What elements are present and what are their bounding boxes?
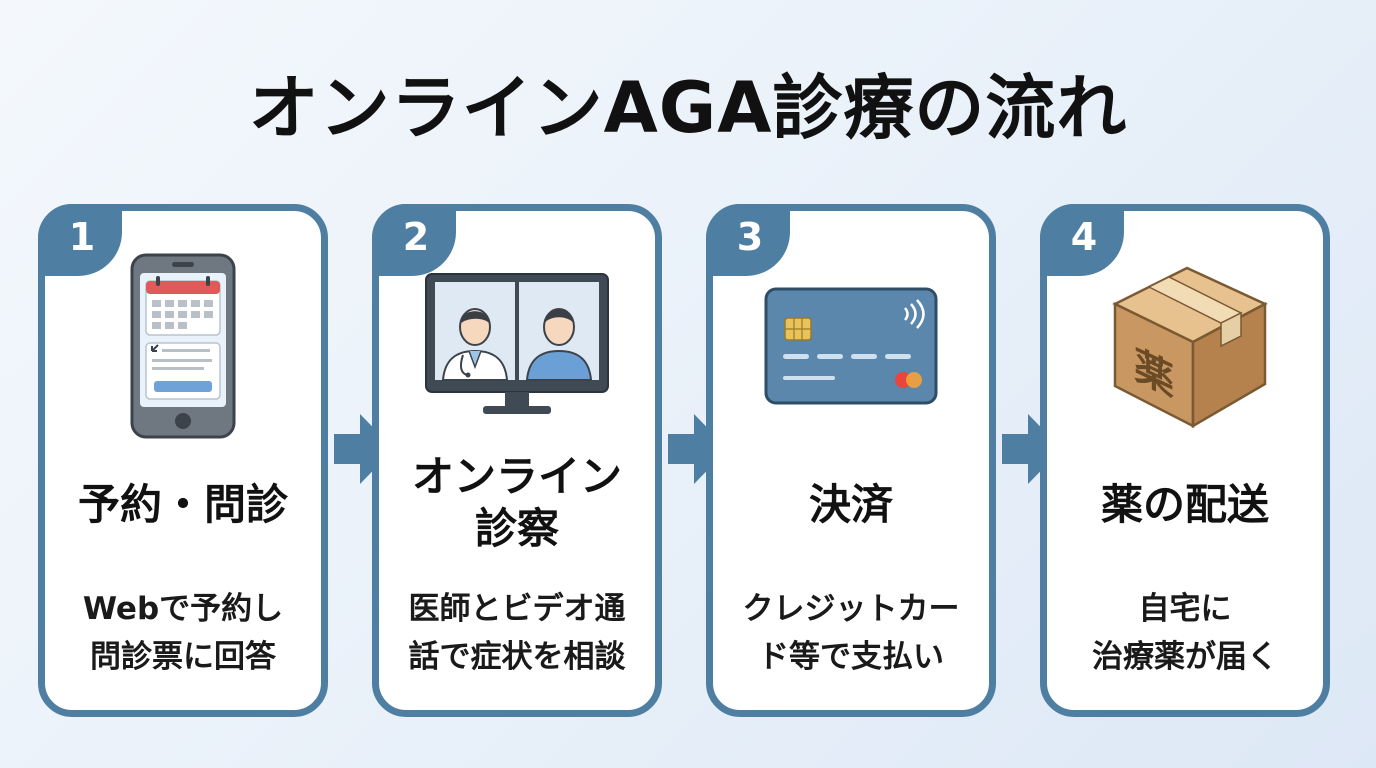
page-title: オンラインAGA診療の流れ	[248, 67, 1128, 149]
video-call-monitor-icon	[379, 241, 655, 451]
step-description: Webで予約し 問診票に回答	[45, 585, 321, 681]
step-description-line-1: クレジットカー	[742, 591, 960, 627]
step-description-line-2: 治療薬が届く	[1092, 639, 1278, 675]
step-title-line-2: 診察	[474, 504, 559, 553]
step-card-1: 1	[38, 204, 328, 717]
step-description-line-2: ド等で支払い	[758, 639, 944, 675]
credit-card-icon	[713, 241, 989, 451]
step-description-line-2: 問診票に回答	[90, 639, 276, 675]
step-title-line-1: オンライン	[411, 452, 622, 501]
step-description-line-1: 自宅に	[1138, 591, 1232, 627]
flow-arrow-icon	[334, 414, 394, 484]
flow-arrow-icon	[668, 414, 728, 484]
step-card-3: 3 決済 クレジットカー ド等で支払い	[706, 204, 996, 717]
step-description: 医師とビデオ通 話で症状を相談	[379, 585, 655, 681]
step-title: 薬の配送	[1100, 480, 1269, 529]
step-description-line-2: 話で症状を相談	[408, 639, 626, 675]
step-description: 自宅に 治療薬が届く	[1047, 585, 1323, 681]
flow-arrow-icon	[1002, 414, 1062, 484]
step-description: クレジットカー ド等で支払い	[713, 585, 989, 681]
step-description-line-1: 医師とビデオ通	[408, 591, 626, 627]
step-card-4: 4 薬 薬の配送 自宅に 治療薬が届く	[1040, 204, 1330, 717]
step-description-line-1: Webで予約し	[82, 591, 284, 627]
step-number-badge: 4	[1040, 204, 1124, 276]
step-card-2: 2 オンライン	[372, 204, 662, 717]
step-title: 予約・問診	[77, 480, 288, 529]
medicine-box-icon: 薬	[1047, 241, 1323, 451]
step-title: 決済	[808, 480, 893, 529]
smartphone-calendar-icon	[45, 241, 321, 451]
step-number-badge: 2	[372, 204, 456, 276]
step-number-badge: 1	[38, 204, 122, 276]
step-title: オンライン 診察	[379, 451, 655, 555]
step-number-badge: 3	[706, 204, 790, 276]
